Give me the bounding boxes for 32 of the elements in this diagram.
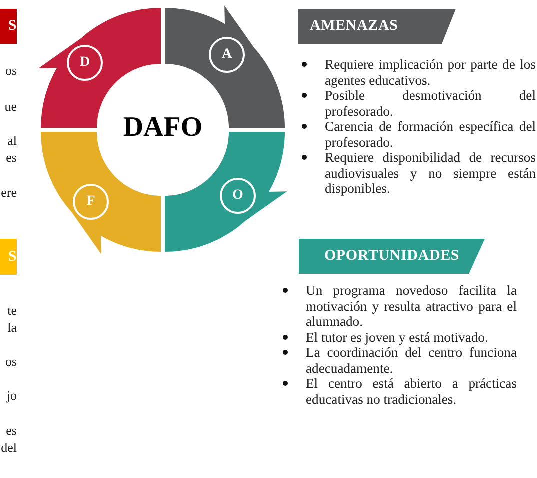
letter-circle: F <box>73 184 109 220</box>
header-text: S <box>8 248 17 266</box>
bullet-item: La coordinación del centro funciona adecuadamente. <box>281 345 517 376</box>
header-text: AMENAZAS <box>310 18 398 35</box>
header-text: OPORTUNIDADES <box>324 248 460 265</box>
bullet-item: Carencia de formación específica del profesorado. <box>300 119 536 150</box>
letter-circle: A <box>209 37 245 73</box>
bullet-item: El tutor es joven y está motivado. <box>281 330 517 345</box>
bullet-item: Posible desmotivación del profesorado. <box>300 88 536 119</box>
bullet-item: El centro está abierto a prácticas educativas no tradicionales. <box>281 376 517 407</box>
header-banner <box>298 9 456 44</box>
text-fragment: jo <box>6 388 17 404</box>
text-fragment: os <box>4 354 17 370</box>
text-fragment: del <box>0 440 17 456</box>
text-fragment: ere <box>0 185 17 201</box>
bullet-item: Un programa novedoso facilita la motivación y resulta atractivo para el alumnado. <box>281 283 517 330</box>
text-fragment: es <box>5 150 17 166</box>
text-fragment: te <box>6 303 17 319</box>
bullet-item: Requiere implicación por parte de los agentes educativos. <box>300 57 536 88</box>
text-fragment: al <box>6 133 17 149</box>
text-fragment: la <box>6 320 17 336</box>
center-title: DAFO <box>113 110 213 146</box>
letter-circle: O <box>220 178 256 214</box>
text-fragment: ue <box>4 99 17 115</box>
header-banner <box>0 9 17 44</box>
header-banner <box>0 239 17 275</box>
text-fragment: es <box>5 423 17 439</box>
text-fragment: os <box>4 63 17 79</box>
letter-circle: D <box>67 45 103 81</box>
header-text: S <box>8 18 17 35</box>
header-banner <box>299 239 485 274</box>
bullet-item: Requiere disponibilidad de recursos audiovisuales y no siempre están disponibles. <box>300 150 536 196</box>
